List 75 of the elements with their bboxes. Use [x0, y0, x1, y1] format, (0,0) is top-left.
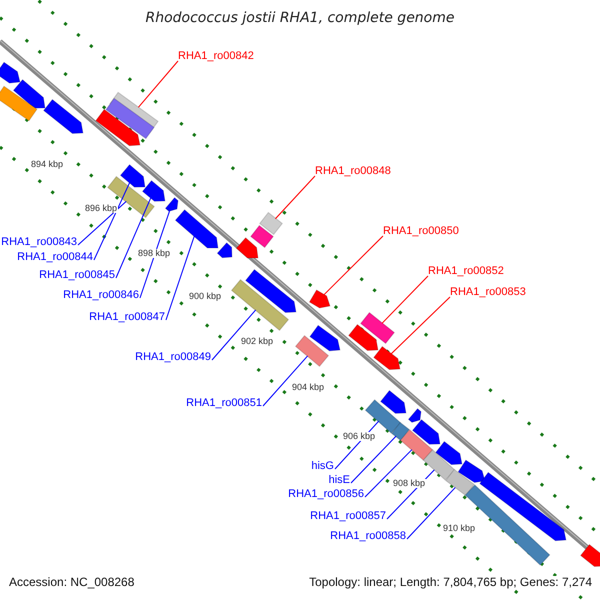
gene-feature — [236, 237, 259, 258]
title: Rhodococcus jostii RHA1, complete genome — [144, 11, 456, 25]
leader-line — [406, 487, 456, 540]
gene-label: hisG — [311, 461, 334, 472]
tick-label: 900 kbp — [188, 292, 222, 301]
gene-feature — [250, 224, 274, 248]
gene-feature — [294, 334, 330, 368]
gene-feature — [400, 429, 434, 461]
genome-stats-text: Topology: linear; Length: 7,804,765 bp; Genes: 7,274 — [309, 576, 592, 588]
leader-line — [390, 296, 450, 354]
gene-label: RHA1_ro00848 — [315, 166, 391, 177]
leader-line — [382, 276, 428, 324]
gene-feature — [479, 472, 567, 542]
gene-feature — [380, 390, 407, 414]
gene-label: RHA1_ro00852 — [428, 266, 504, 277]
gene-label: RHA1_ro00850 — [383, 226, 459, 237]
gene-feature — [164, 196, 179, 212]
tick-label: 894 kbp — [30, 160, 64, 169]
gene-feature — [308, 289, 331, 308]
gene-label: RHA1_ro00851 — [186, 398, 262, 409]
gene-label: RHA1_ro00856 — [288, 489, 364, 500]
tick-label: 906 kbp — [342, 432, 376, 441]
leader-line — [364, 449, 412, 498]
tick-label: 902 kbp — [240, 337, 274, 346]
gene-feature — [142, 180, 166, 202]
leader-line — [166, 236, 195, 320]
gene-feature — [435, 440, 463, 466]
tick-label: 898 kbp — [137, 249, 172, 258]
leader-line — [140, 210, 170, 298]
gene-feature — [364, 399, 402, 434]
gene-label: RHA1_ro00847 — [89, 312, 165, 323]
gene-feature — [120, 164, 146, 188]
gene-feature — [348, 324, 379, 351]
gene-label: RHA1_ro00842 — [178, 51, 254, 62]
leader-line — [138, 60, 178, 108]
gene-label: RHA1_ro00853 — [450, 287, 526, 298]
gene-feature — [42, 98, 84, 134]
gene-label: RHA1_ro00844 — [17, 252, 93, 263]
tick-label: 908 kbp — [392, 479, 426, 488]
gene-feature — [457, 459, 486, 484]
tick-label: 904 kbp — [291, 383, 326, 392]
gene-label: RHA1_ro00843 — [1, 237, 77, 248]
gene-feature — [445, 468, 475, 496]
gene-feature — [373, 346, 401, 370]
gene-feature — [244, 268, 297, 313]
leader-line — [212, 309, 256, 360]
gene-feature — [216, 242, 233, 258]
leader-line — [324, 236, 384, 296]
gene-feature — [408, 408, 422, 423]
leader-line — [94, 182, 130, 260]
gene-label: RHA1_ro00857 — [310, 511, 386, 522]
gene-feature — [12, 78, 46, 109]
gene-feature — [412, 418, 441, 445]
leader-line — [116, 197, 152, 278]
gene-feature — [174, 209, 219, 249]
gene-feature — [309, 324, 341, 352]
gene-feature — [360, 312, 396, 344]
leader-line — [262, 355, 308, 406]
leader-line — [274, 176, 316, 220]
gene-feature — [580, 544, 600, 567]
gene-feature — [422, 449, 456, 481]
tick-label: 896 kbp — [84, 204, 118, 213]
gene-label: RHA1_ro00858 — [330, 531, 406, 542]
gene-feature — [0, 86, 38, 122]
leader-line — [78, 200, 127, 246]
gene-label: RHA1_ro00849 — [135, 352, 211, 363]
gene-feature — [230, 278, 290, 332]
gene-label: RHA1_ro00845 — [39, 270, 115, 281]
gene-label: hisE — [328, 475, 350, 486]
tick-label: 910 kbp — [442, 524, 476, 533]
accession-text: Accession: NC_008268 — [9, 576, 134, 588]
leader-line — [350, 436, 397, 484]
gene-label: RHA1_ro00846 — [63, 290, 139, 301]
gene-feature — [258, 212, 284, 236]
gene-feature — [0, 62, 21, 84]
